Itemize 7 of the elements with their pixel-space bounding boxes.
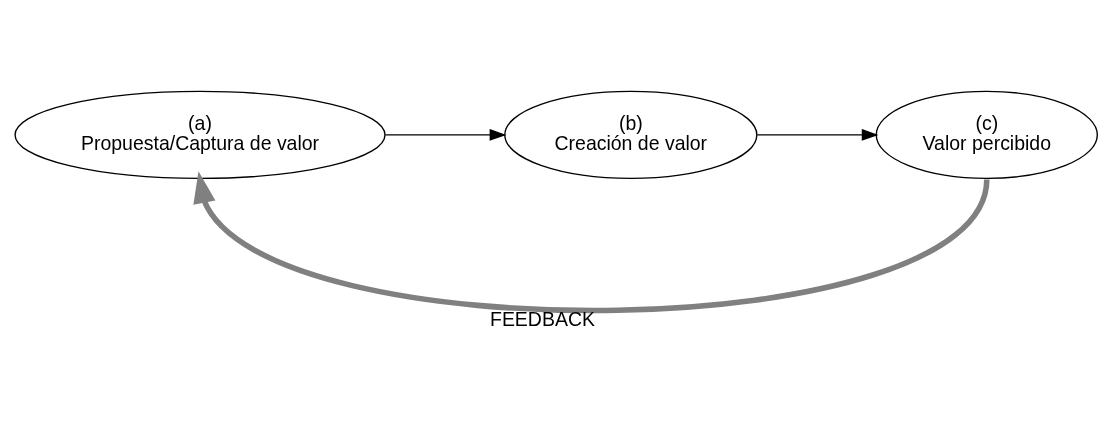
node-ellipse: (b) Creación de valor <box>504 90 758 180</box>
node-ellipse: (a) Propuesta/Captura de valor <box>14 90 386 180</box>
arrow <box>756 129 879 141</box>
arrow <box>193 171 990 314</box>
arrow <box>384 129 507 141</box>
node-ellipse: (c) Valor percibido <box>875 90 1098 180</box>
edge-label: FEEDBACK <box>490 308 595 331</box>
